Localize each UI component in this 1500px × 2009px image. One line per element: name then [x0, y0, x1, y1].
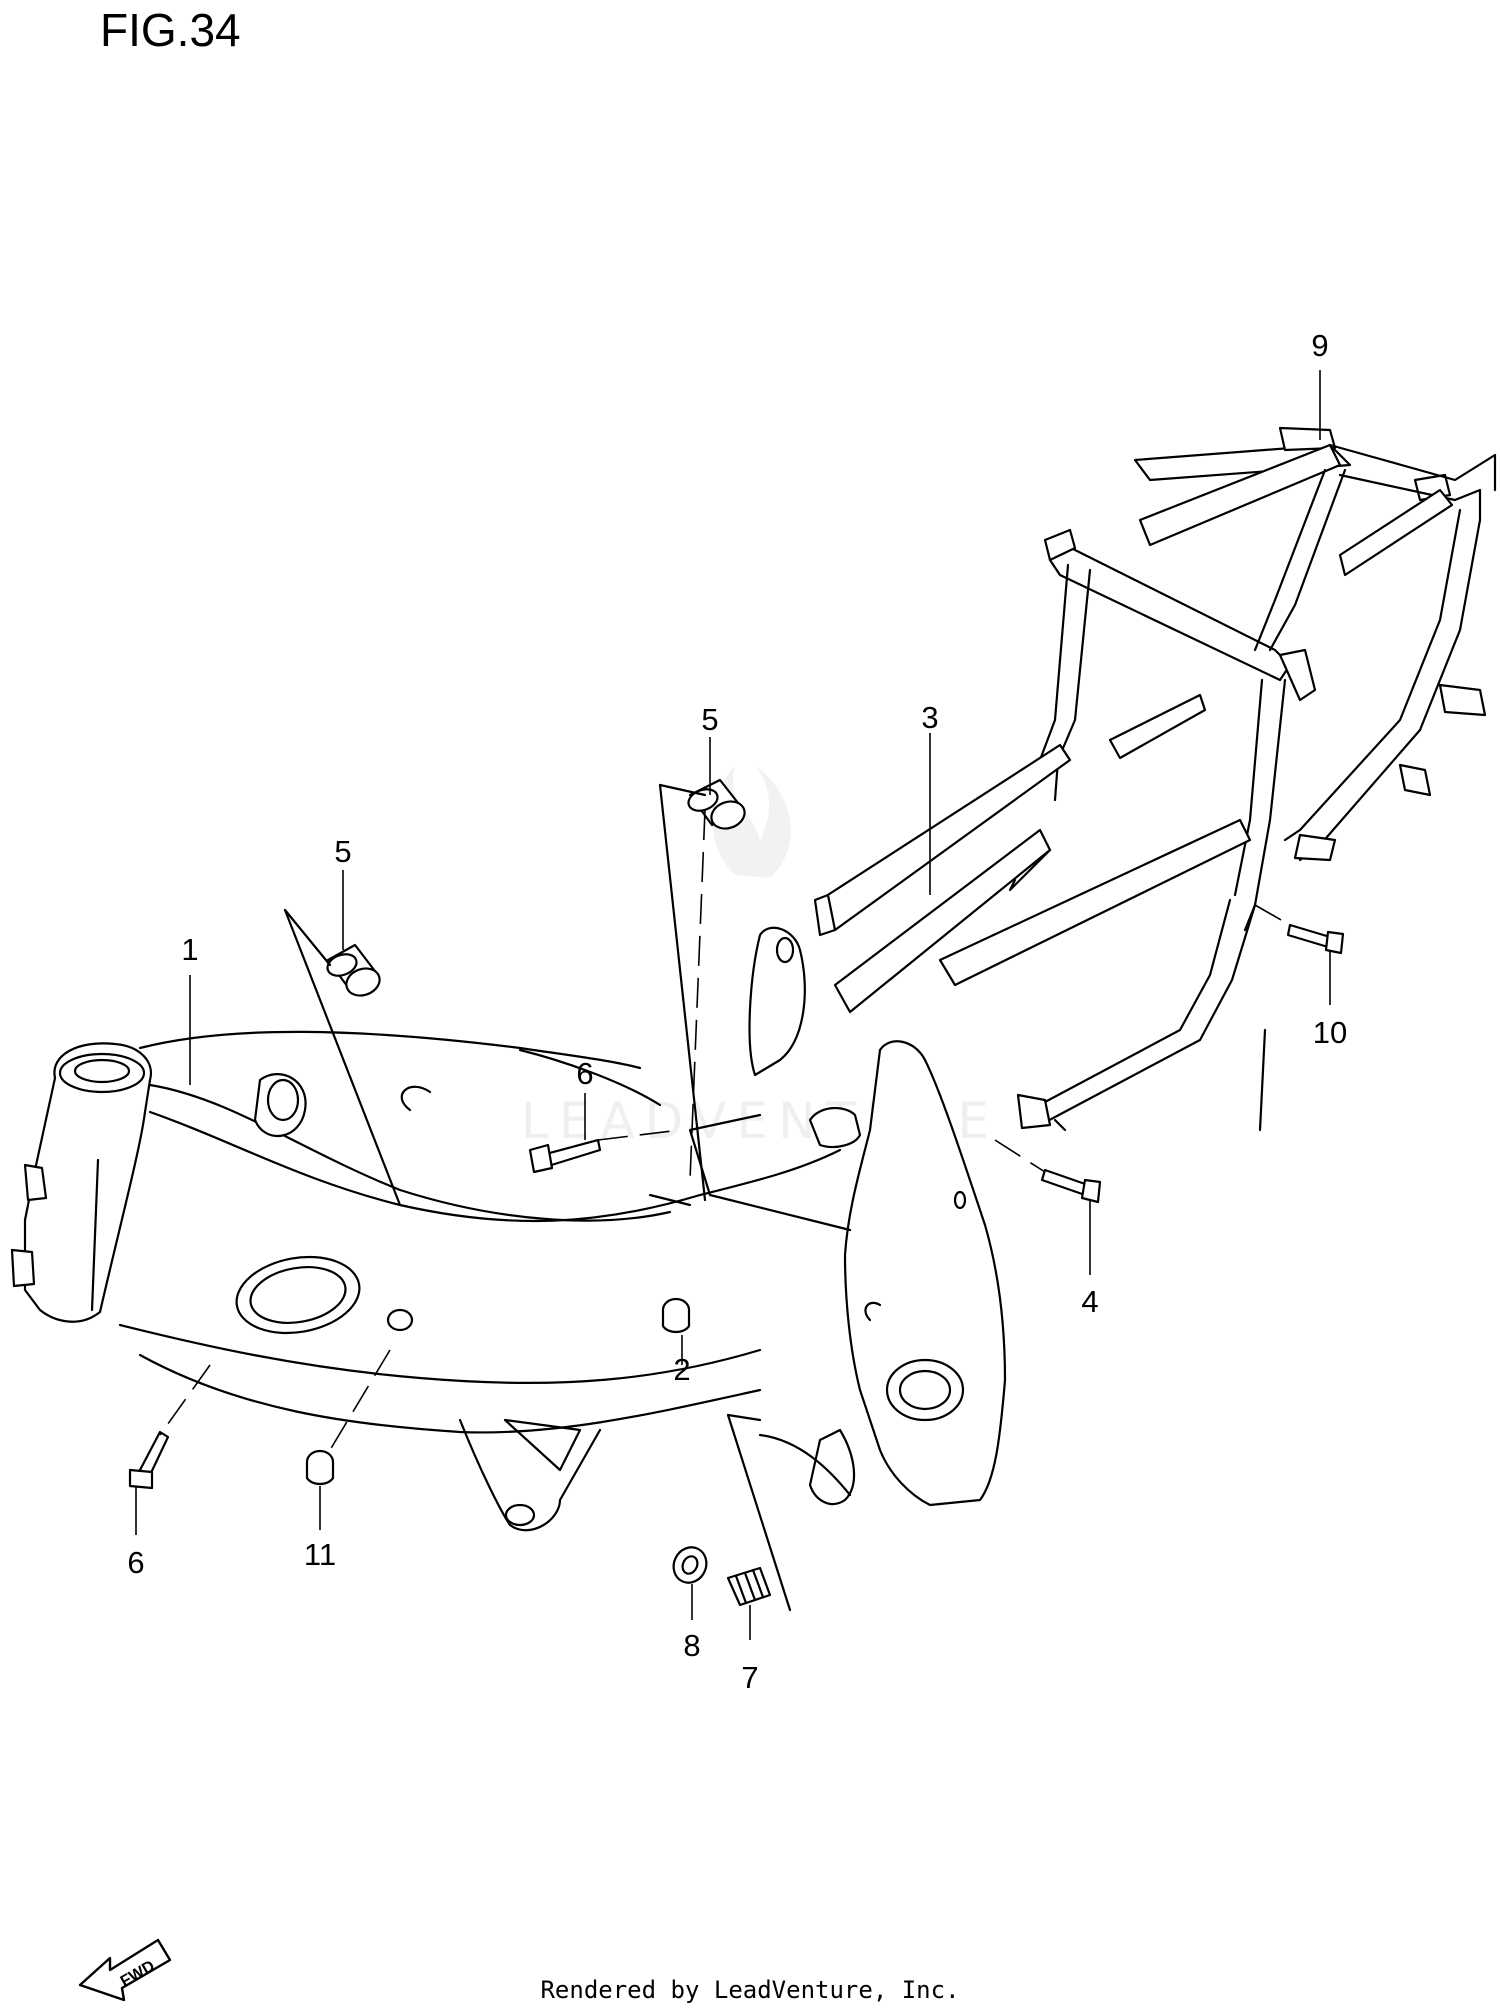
assembly-lines: [159, 783, 1291, 1612]
callout-2: 2: [673, 1352, 690, 1387]
callout-6-lower: 6: [127, 1545, 144, 1580]
callout-5-lower: 5: [334, 834, 351, 869]
callout-5-upper: 5: [701, 702, 718, 737]
callout-7: 7: [741, 1660, 758, 1695]
rear-subframe: [1133, 426, 1497, 862]
callout-6-upper: 6: [576, 1056, 593, 1091]
callout-11: 11: [304, 1537, 336, 1572]
footer-credit: Rendered by LeadVenture, Inc.: [540, 1976, 959, 2004]
figure-title: FIG.34: [100, 4, 241, 56]
callout-labels: 1 2 3 4 5 5 6 6 7 8 9 10 11: [127, 328, 1347, 1695]
callout-8: 8: [683, 1628, 700, 1663]
leader-lines: [135, 370, 1331, 1640]
callout-10: 10: [1313, 1015, 1347, 1050]
main-frame: [10, 926, 1007, 1532]
seat-rail: [813, 528, 1317, 1132]
callout-1: 1: [181, 932, 198, 967]
forward-direction-badge: FWD: [78, 1938, 172, 2002]
callout-9: 9: [1311, 328, 1328, 363]
callout-3: 3: [921, 700, 938, 735]
forward-arrow-icon: [78, 1938, 172, 2002]
callout-4: 4: [1081, 1284, 1098, 1319]
hardware: [128, 778, 1345, 1607]
